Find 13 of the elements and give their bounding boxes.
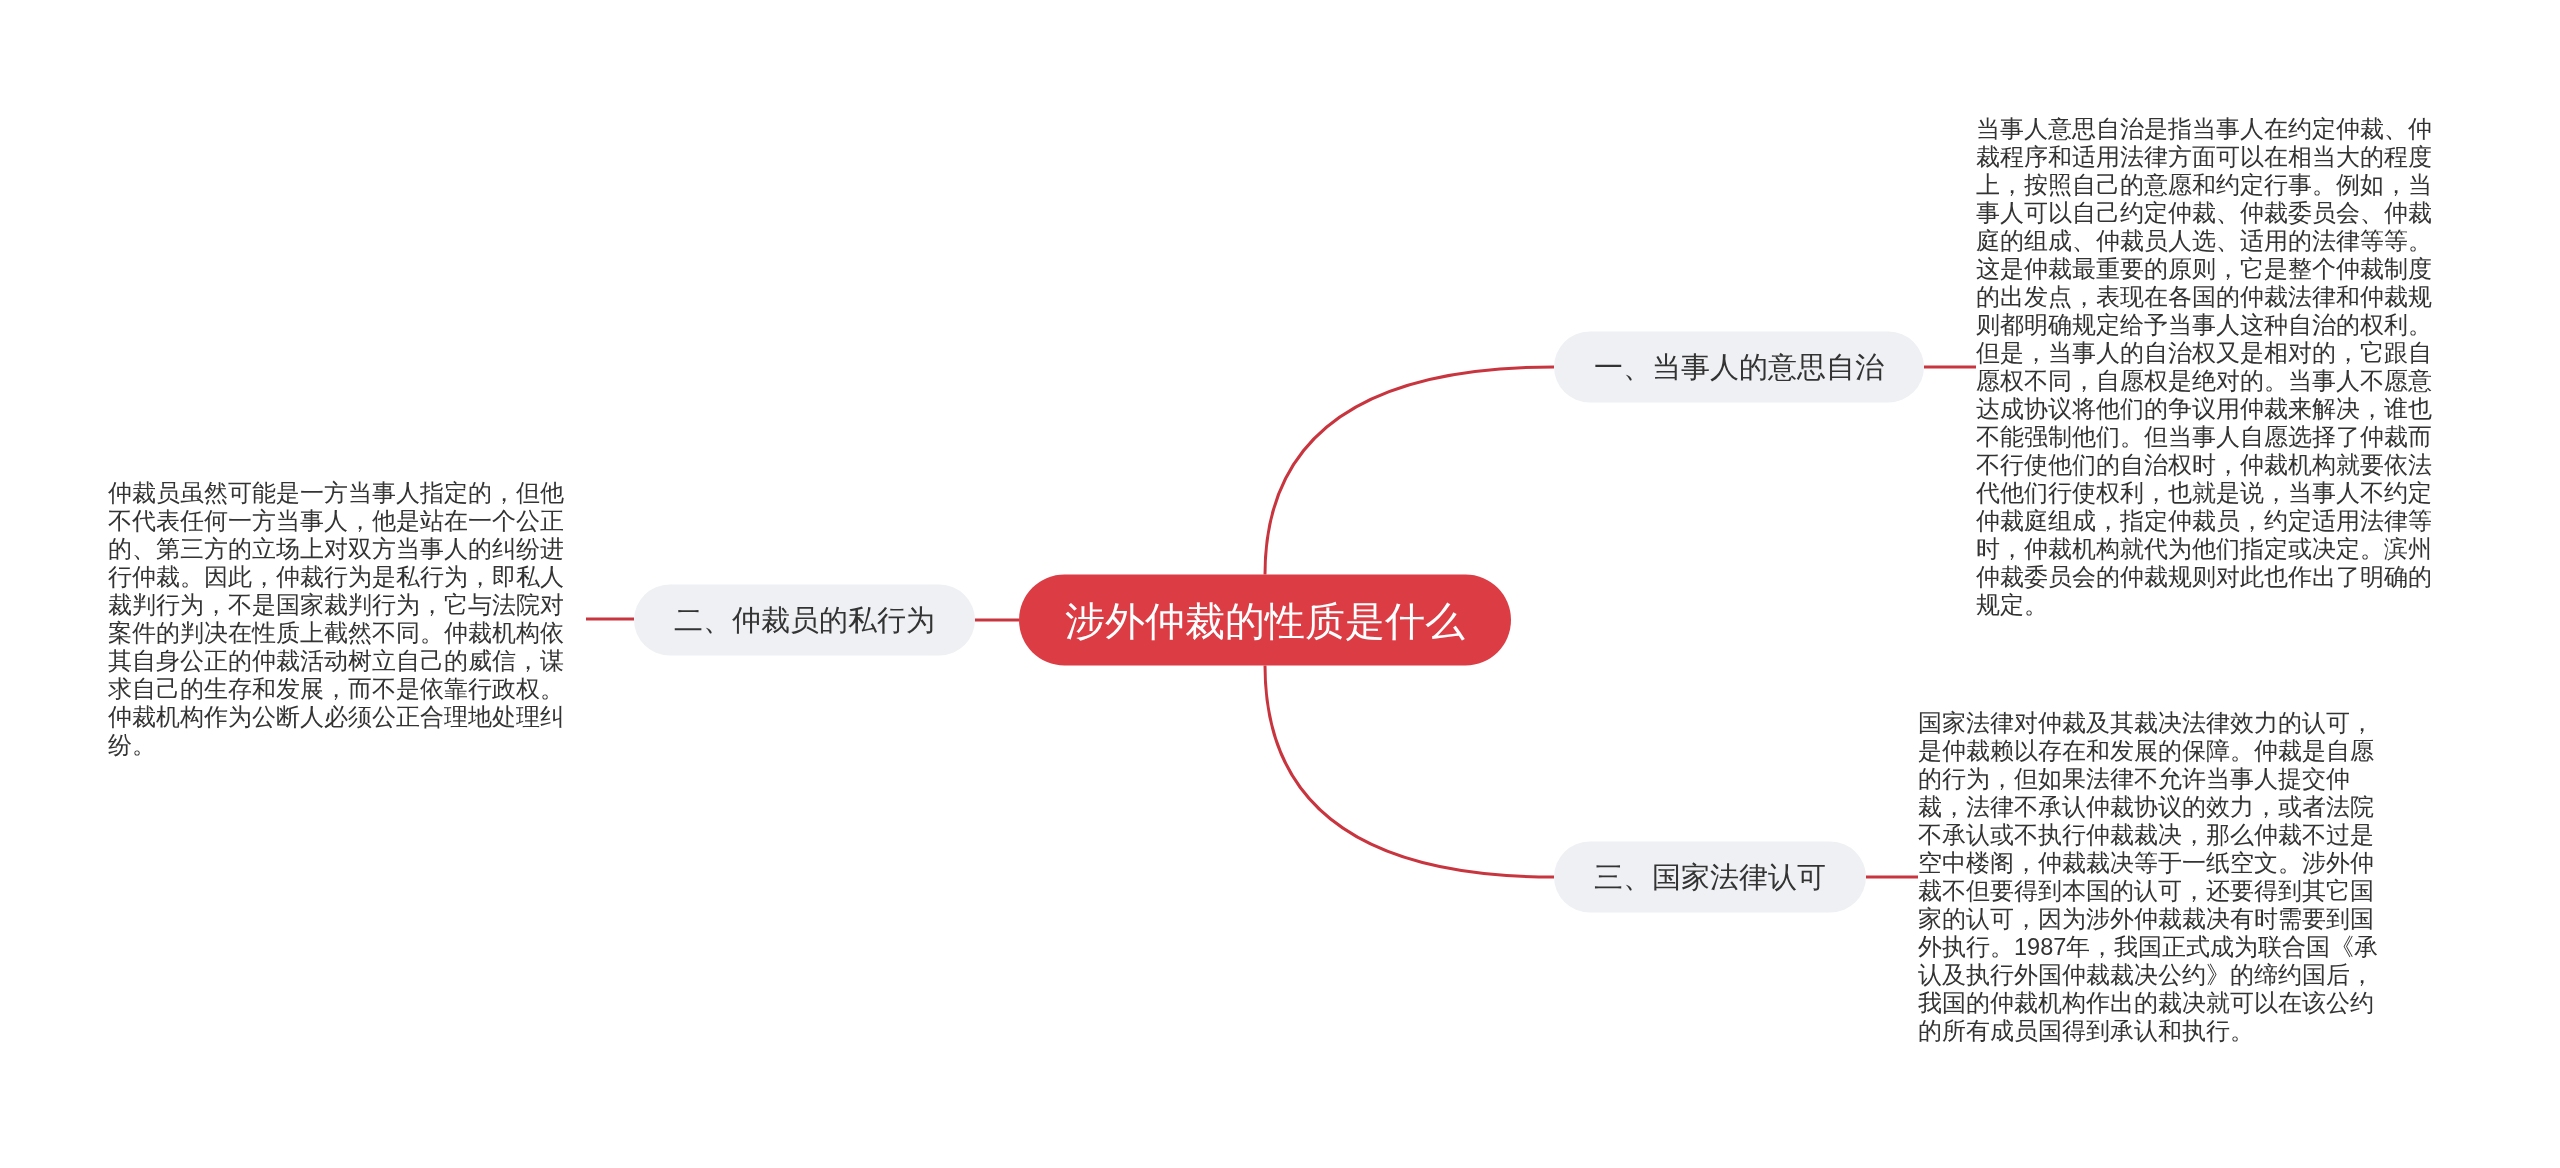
branch-line	[586, 617, 634, 621]
branch-line	[1866, 875, 1918, 879]
branch-line	[1263, 365, 1555, 575]
note-text: 国家法律对仲裁及其裁决法律效力的认可，是仲裁赖以存在和发展的保障。仲裁是自愿的行为，但如果法律不允许当事人提交仲裁，法律不承认仲裁协议的效力，或者法院不承认或不执行仲裁裁决，那么仲裁不过是空中楼阁，仲裁裁决等于一纸空文。涉外仲裁不但要得到本国的认可，还要得到其它国家的认可，因为涉外仲裁裁决有时需要到国外执行。1987年，我国正式成为联合国《承认及执行外国仲裁裁决公约》的缔约国后，我国的仲裁机构作出的裁决就可以在该公约的所有成员国得到承认和执行。	[1918, 709, 2396, 1045]
topic-label: 二、仲裁员的私行为	[674, 602, 935, 638]
note-text: 当事人意思自治是指当事人在约定仲裁、仲裁程序和适用法律方面可以在相当大的程度上，按照自己的意愿和约定行事。例如，当事人可以自己约定仲裁、仲裁委员会、仲裁庭的组成、仲裁员人选、适用的法律等等。这是仲裁最重要的原则，它是整个仲裁制度的出发点，表现在各国的仲裁法律和仲裁规则都明确规定给予当事人这种自治的权利。但是，当事人的自治权又是相对的，它跟自愿权不同，自愿权是绝对的。当事人不愿意达成协议将他们的争议用仲裁来解决，谁也不能强制他们。但当事人自愿选择了仲裁而不行使他们的自治权时，仲裁机构就要依法代他们行使权利，也就是说，当事人不约定仲裁庭组成，指定仲裁员，约定适用法律等时，仲裁机构就代为他们指定或决定。滨州仲裁委员会的仲裁规则对此也作出了明确的规定。	[1976, 115, 2454, 619]
branch-line	[1263, 665, 1555, 879]
branch-line	[975, 618, 1019, 622]
branch-line	[1924, 365, 1976, 369]
topic-label: 涉外仲裁的性质是什么	[1065, 597, 1465, 644]
note-text: 仲裁员虽然可能是一方当事人指定的，但他不代表任何一方当事人，他是站在一个公正的、第三方的立场上对双方当事人的纠纷进行仲裁。因此，仲裁行为是私行为，即私人裁判行为，不是国家裁判行为，它与法院对案件的判决在性质上截然不同。仲裁机构依其自身公正的仲裁活动树立自己的威信，谋求自己的生存和发展，而不是依靠行政权。仲裁机构作为公断人必须公正合理地处理纠纷。	[108, 479, 586, 759]
topic-label: 三、国家法律认可	[1594, 859, 1826, 895]
topic-label: 一、当事人的意思自治	[1594, 349, 1884, 385]
